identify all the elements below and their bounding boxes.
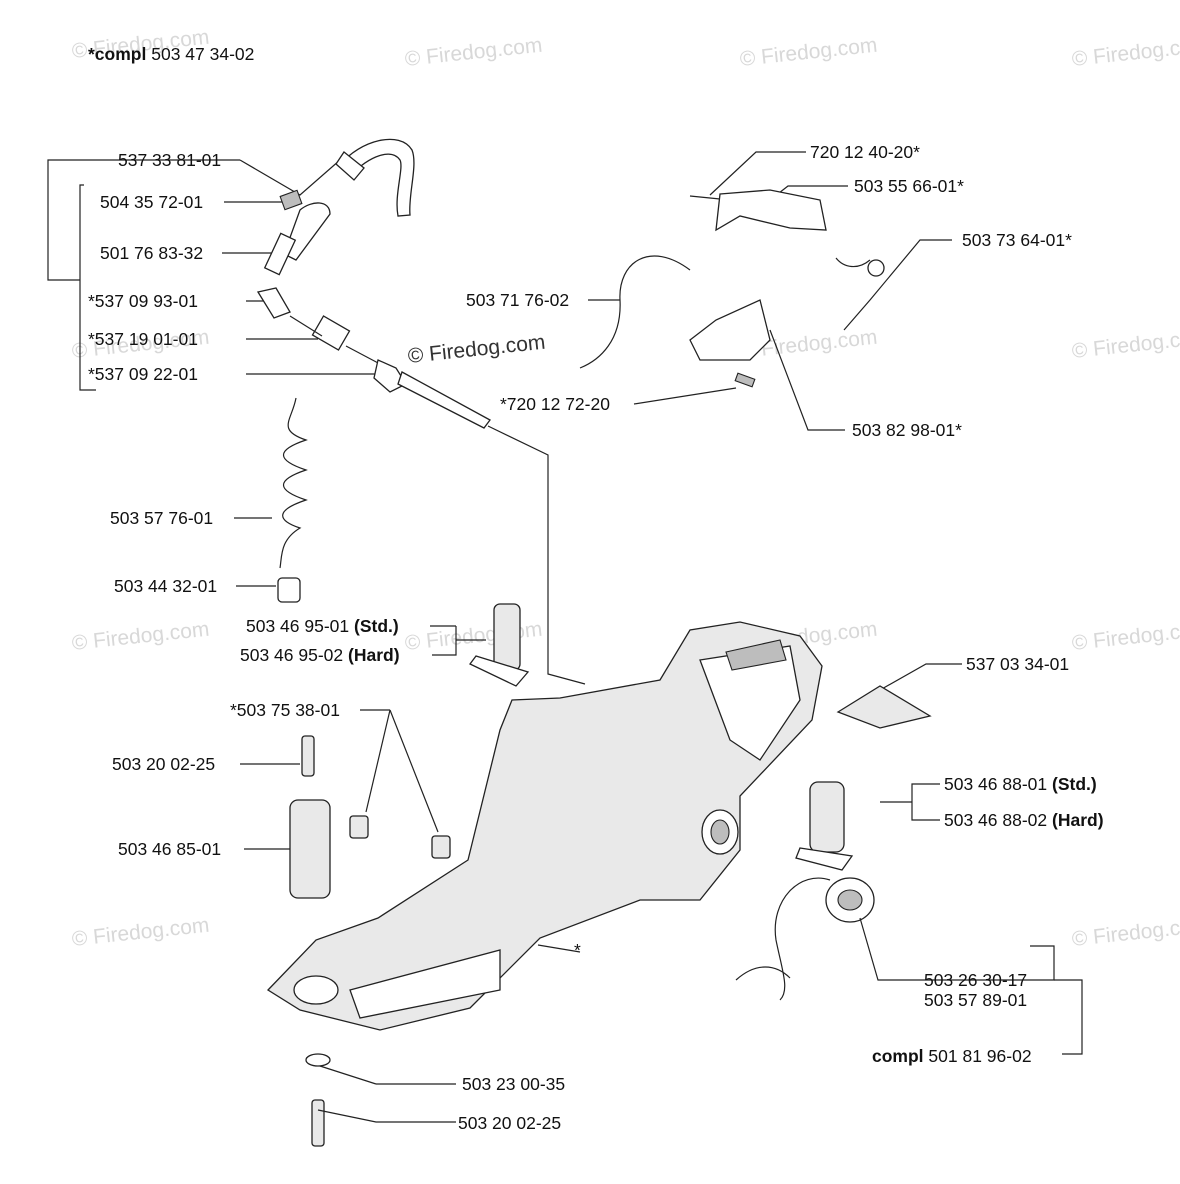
screw	[301, 735, 315, 777]
part-label: 503 44 32-01	[114, 576, 218, 596]
av-spring-rear	[289, 799, 331, 899]
part-label: 503 26 30-17	[924, 970, 1028, 990]
fuel-tank-housing	[266, 621, 823, 1031]
part-variant: (Std.)	[354, 616, 399, 636]
part-label: *720 12 72-20	[500, 394, 610, 414]
part-label: 537 03 34-01	[966, 654, 1070, 674]
part-label: 503 71 76-02	[466, 290, 570, 310]
kit-compl-label: compl 501 81 96-02	[872, 1046, 1032, 1066]
av-spring-right	[809, 781, 845, 853]
fuel-hose	[339, 138, 415, 217]
throttle-cable	[579, 255, 691, 369]
part-label: 503 20 02-25	[112, 754, 216, 774]
part-label: 503 82 98-01*	[852, 420, 962, 440]
part-label: 503 23 00-35	[462, 1074, 566, 1094]
part-label: 503 46 88-02 (Hard)	[944, 810, 1104, 830]
av-spring-std	[493, 603, 521, 671]
throttle-trigger	[715, 189, 827, 232]
part-label: 503 46 95-01 (Std.)	[246, 616, 399, 636]
part-label: *503 75 38-01	[230, 700, 340, 720]
part-label: 720 12 40-20*	[810, 142, 920, 162]
part-label: 503 73 64-01*	[962, 230, 1072, 250]
part-label: *537 09 93-01	[88, 291, 198, 311]
asterisk-marker: *	[574, 940, 581, 960]
part-label: 503 46 88-01 (Std.)	[944, 774, 1097, 794]
part-label: 503 20 02-25	[458, 1113, 562, 1133]
part-label: 503 46 85-01	[118, 839, 222, 859]
throttle-lockout	[689, 299, 771, 361]
filter-part	[279, 189, 303, 211]
bracket-line	[47, 159, 240, 281]
part-variant: (Hard)	[1052, 810, 1104, 830]
part-label: 503 57 89-01	[924, 990, 1028, 1010]
compl-number: 501 81 96-02	[928, 1046, 1032, 1066]
part-label: 501 76 83-32	[100, 243, 204, 263]
part-label: 504 35 72-01	[100, 192, 204, 212]
part-label: 503 46 95-02 (Hard)	[240, 645, 400, 665]
part-label: 503 55 66-01*	[854, 176, 964, 196]
part-label: *537 09 22-01	[88, 364, 198, 384]
part-label: *537 19 01-01	[88, 329, 198, 349]
washer	[305, 1053, 331, 1067]
part-number: 503 46 88-01	[944, 774, 1048, 794]
part-variant: (Std.)	[1052, 774, 1097, 794]
compl-prefix: compl	[872, 1046, 924, 1066]
part-number: 503 46 95-01	[246, 616, 350, 636]
part-number: 503 46 88-02	[944, 810, 1048, 830]
compl-number: 503 47 34-02	[151, 44, 255, 64]
fuel-pickup	[277, 577, 301, 603]
part-variant: (Hard)	[348, 645, 400, 665]
handle-grip	[836, 685, 932, 729]
bracket-line	[79, 184, 96, 391]
part-label: 537 33 81-01	[118, 150, 222, 170]
part-label: 503 57 76-01	[110, 508, 214, 528]
compl-prefix: *compl	[88, 44, 147, 64]
part-number: 503 46 95-02	[240, 645, 344, 665]
coil-hose	[279, 397, 308, 569]
assembly-compl-label: *compl 503 47 34-02	[88, 44, 254, 64]
